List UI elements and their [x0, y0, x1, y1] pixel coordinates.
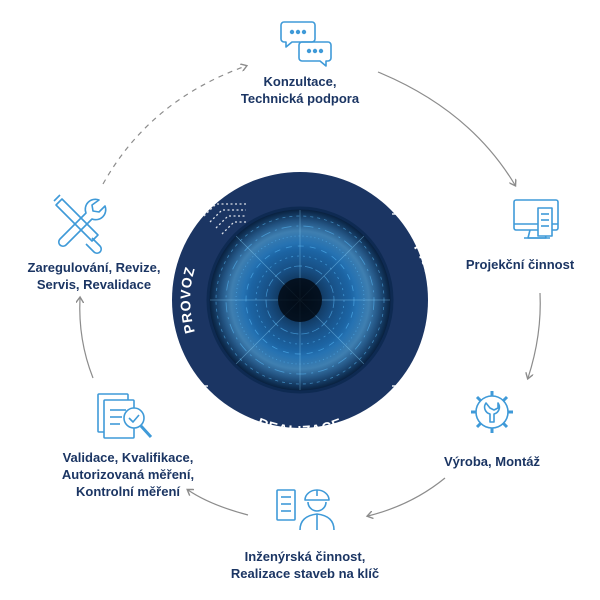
gear-wrench-icon	[471, 391, 513, 433]
arrow-inzenyrska-to-validace	[188, 490, 249, 516]
arrow-validace-to-zaregulovani	[80, 298, 94, 379]
central-ring: ZÁMĚR PROJEKTOVÁNÍ REALIZACE PROVOZ	[172, 148, 442, 439]
chat-bubbles-icon	[280, 21, 332, 67]
arrow-vyroba-to-inzenyrska	[368, 477, 446, 516]
tools-icon	[53, 194, 107, 255]
stage-label-projekcni: Projekční činnost	[465, 257, 575, 272]
engineer-icon	[276, 489, 335, 531]
document-check-icon	[97, 393, 153, 439]
ring-label-provoz: PROVOZ	[177, 265, 198, 336]
monitor-icon	[513, 199, 559, 239]
stage-label-zaregulovani: Zaregulování, Revize, Servis, Revalidace	[27, 260, 161, 292]
ring-label-zamer: ZÁMĚR	[278, 148, 338, 168]
arrow-projekcni-to-vyroba	[528, 292, 541, 378]
arrow-konzultace-to-projekcni	[377, 71, 515, 185]
arrow-zaregulovani-to-konzultace	[102, 66, 246, 185]
cycle-arrows	[80, 66, 541, 516]
stage-label-validace: Validace, Kvalifikace, Autorizovaná měře…	[61, 450, 195, 499]
stage-label-konzultace: Konzultace, Technická podpora	[240, 74, 360, 106]
stage-label-inzenyrska: Inženýrská činnost, Realizace staveb na …	[230, 549, 380, 581]
stage-label-vyroba: Výroba, Montáž	[443, 454, 541, 469]
